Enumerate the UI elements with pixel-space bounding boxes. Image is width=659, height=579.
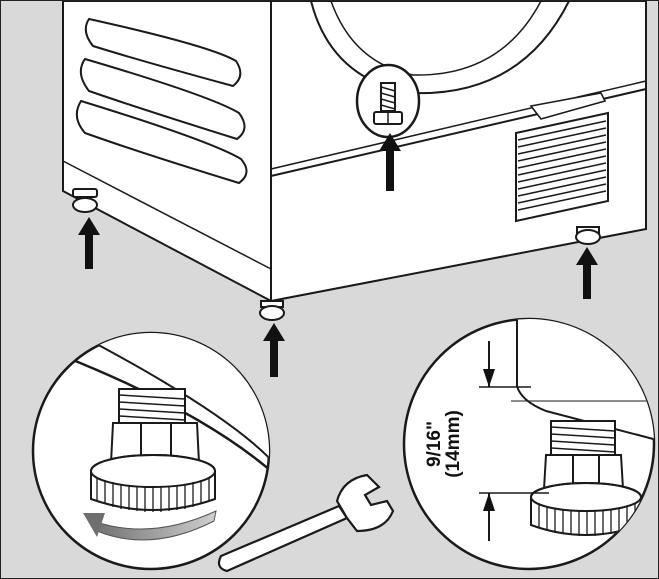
foot-adjust-detail [31, 331, 271, 571]
rotate-arrow-icon [83, 510, 217, 541]
dimension-mm: (14mm) [443, 410, 464, 478]
dimension-marker [479, 341, 549, 541]
up-arrows [78, 133, 598, 377]
screw-callout [355, 63, 421, 139]
appliance-feet [72, 188, 601, 321]
up-arrow-icon [263, 323, 285, 377]
foot-front-center [259, 300, 285, 321]
front-grille [515, 111, 609, 223]
foot-left-back [72, 188, 98, 213]
up-arrow-icon [78, 217, 100, 269]
side-vents [75, 17, 248, 185]
up-arrow-icon [379, 133, 401, 191]
dimension-label: 9/16" (14mm) [424, 379, 464, 509]
dimension-inches: 9/16" [424, 421, 445, 468]
wrench-icon [217, 473, 395, 573]
left-appliance [62, 1, 272, 303]
up-arrow-icon [576, 247, 598, 299]
foot-right-front [575, 226, 601, 245]
